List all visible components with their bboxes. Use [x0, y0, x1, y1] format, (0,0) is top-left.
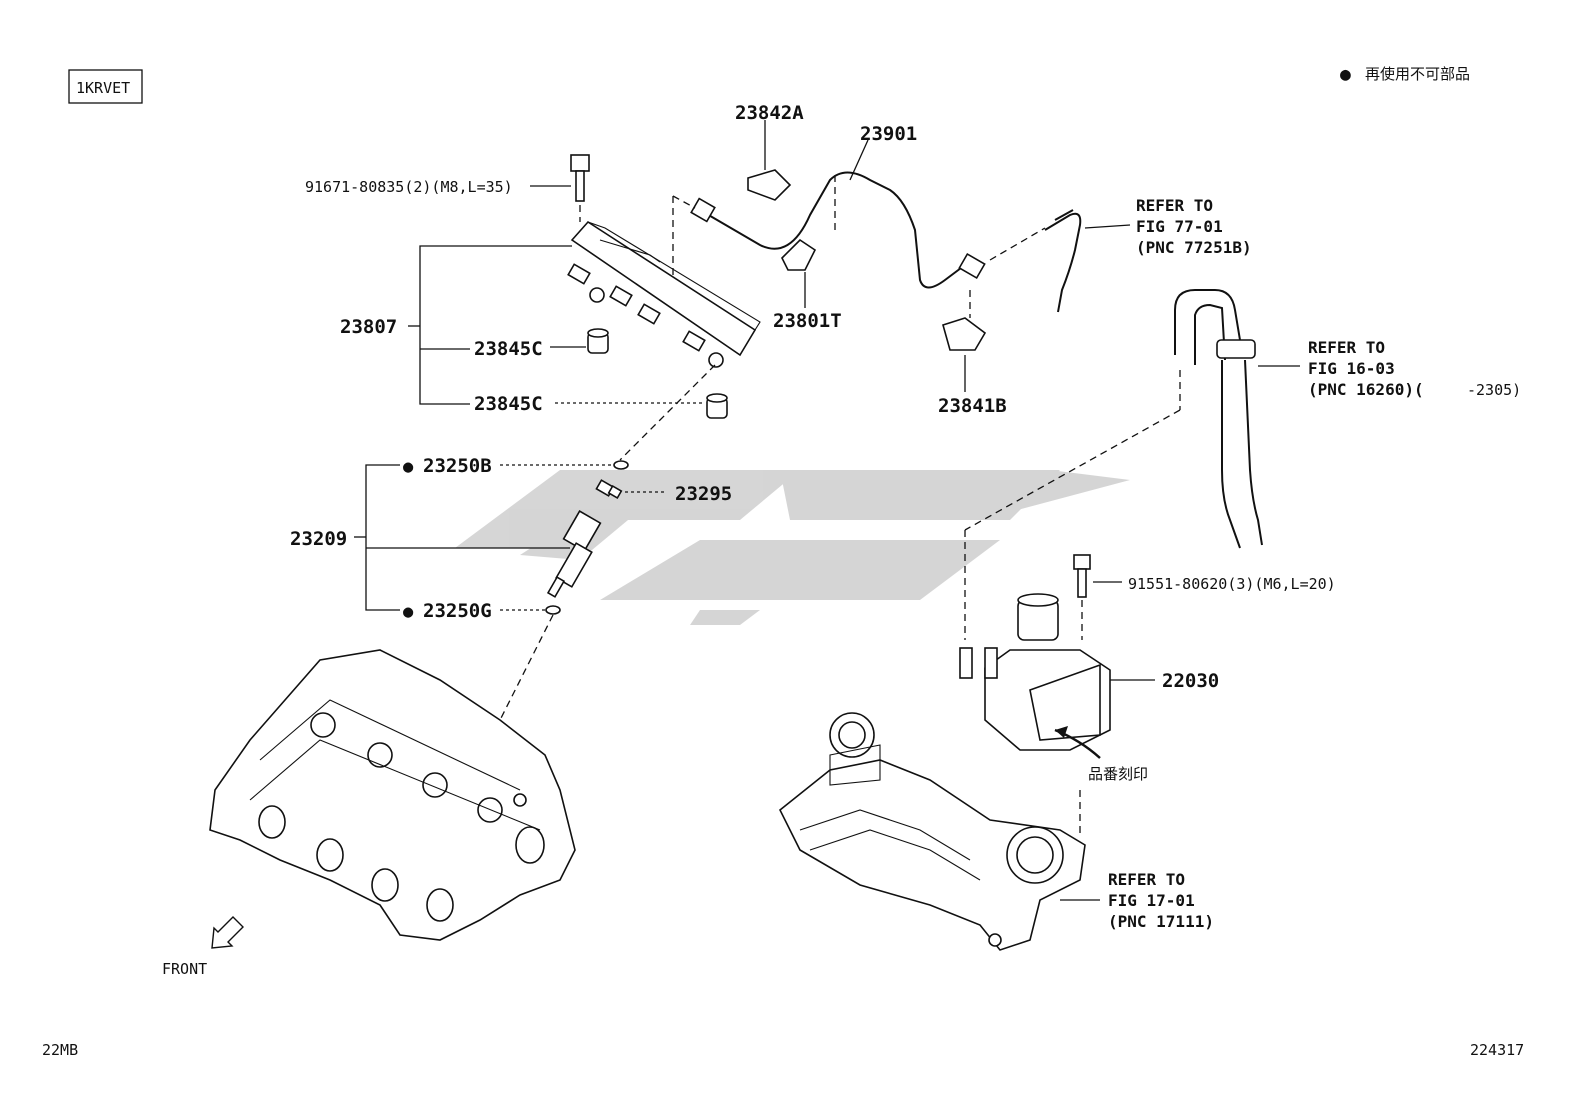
bolt-91551-drawing [1073, 554, 1091, 598]
legend-text: 再使用不可部品 [1365, 65, 1470, 83]
ref-16-line1: REFER TO [1308, 338, 1385, 357]
label-23845c-lower: 23845C [474, 393, 543, 415]
insulator-upper-drawing [587, 328, 609, 354]
ref-17-line2: FIG 17-01 [1108, 891, 1195, 910]
ref-16-suffix: -2305) [1467, 381, 1521, 399]
label-23842a: 23842A [735, 102, 804, 124]
fuel-tube-drawing [690, 171, 986, 289]
front-label: FRONT [162, 960, 207, 978]
vapor-hose-drawing [1044, 209, 1082, 313]
clamp-23801t-drawing [781, 238, 817, 271]
throttle-body-drawing [959, 593, 1111, 751]
insulator-lower-drawing [706, 393, 728, 419]
clip-23295-drawing [595, 479, 623, 500]
ref-17-line3: (PNC 17111) [1108, 912, 1214, 931]
ref-77-line2: FIG 77-01 [1136, 217, 1223, 236]
label-23801t: 23801T [773, 310, 842, 332]
ref-16-line2: FIG 16-03 [1308, 359, 1395, 378]
label-22030: 22030 [1162, 670, 1219, 692]
ref-17-line1: REFER TO [1108, 870, 1185, 889]
label-23807: 23807 [340, 316, 397, 338]
footer-right-code: 224317 [1470, 1041, 1524, 1059]
label-91671: 91671-80835(2)(M8,L=35) [305, 178, 513, 196]
o-ring-23250b [613, 460, 629, 470]
coolant-hoses-drawing [1174, 289, 1263, 549]
stamp-note: 品番刻印 [1088, 765, 1148, 783]
bullet-23250b-icon: ● [403, 457, 414, 477]
label-23845c-upper: 23845C [474, 338, 543, 360]
legend-bullet-icon: ● [1340, 64, 1351, 85]
delivery-pipe-drawing [567, 220, 761, 368]
injector-drawing [546, 510, 602, 598]
engine-code: 1KRVET [76, 79, 130, 97]
ref-77-line1: REFER TO [1136, 196, 1213, 215]
label-91551: 91551-80620(3)(M6,L=20) [1128, 575, 1336, 593]
ref-16-line3: (PNC 16260)( [1308, 380, 1424, 399]
label-23295: 23295 [675, 483, 732, 505]
label-23250b: 23250B [423, 455, 492, 477]
clamp-23841b-drawing [942, 317, 987, 351]
bolt-91671-drawing [570, 154, 590, 202]
label-23901: 23901 [860, 123, 917, 145]
watermark-logo [455, 470, 1130, 625]
label-23209: 23209 [290, 528, 347, 550]
o-ring-23250g [545, 605, 561, 615]
ref-77-line3: (PNC 77251B) [1136, 238, 1252, 257]
front-arrow-icon [211, 916, 244, 949]
label-23250g: 23250G [423, 600, 492, 622]
engine-code-box [68, 69, 143, 104]
label-23841b: 23841B [938, 395, 1007, 417]
clamp-23842a-drawing [747, 169, 792, 201]
stamp-arrow-icon [1055, 726, 1068, 738]
bullet-23250g-icon: ● [403, 602, 414, 622]
footer-left-code: 22MB [42, 1041, 78, 1059]
intake-manifold-drawing [778, 712, 1086, 951]
cylinder-head-drawing [209, 649, 576, 941]
